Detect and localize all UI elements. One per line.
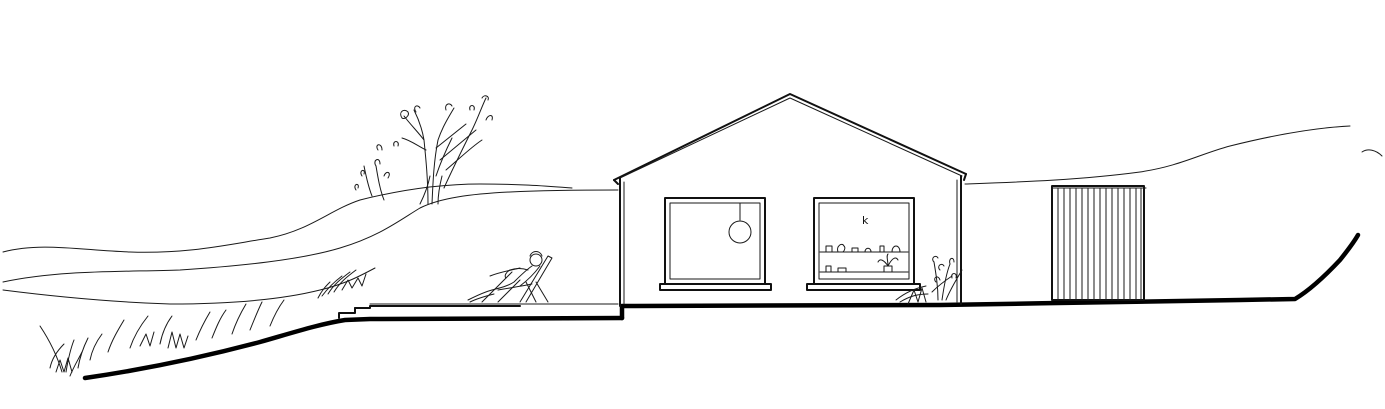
house-roof: [613, 93, 967, 181]
step-lower: [338, 307, 356, 319]
wildflowers-hill: [354, 141, 399, 201]
window-right-frame: [813, 197, 915, 285]
window-right-glass: [818, 202, 910, 280]
person-in-deck-chair: [467, 251, 553, 303]
tree: [400, 95, 493, 205]
chair-back: [519, 255, 553, 303]
person-arm-rest: [489, 267, 521, 277]
person-torso: [519, 265, 541, 287]
window-right: k: [806, 197, 921, 291]
person-arm: [504, 268, 529, 279]
terrace-steps: [338, 303, 619, 319]
person-legs: [467, 289, 495, 303]
shelf-items: [825, 243, 901, 273]
window-left-frame: [664, 197, 766, 285]
pendant-lamp: [728, 220, 752, 244]
outbuilding-frame: [1051, 185, 1145, 301]
house-roof-inner: [619, 97, 963, 179]
outbuilding-slats: [1057, 187, 1142, 301]
window-left: [659, 197, 772, 291]
outbuilding: [1051, 185, 1147, 301]
person-hair: [529, 251, 543, 257]
far-hill-line-left: [2, 183, 573, 253]
roof-drip-right: [963, 173, 967, 181]
ground: [82, 232, 1361, 381]
roof-drip-left: [613, 179, 619, 185]
window-glyph: k: [862, 214, 869, 227]
grass-slope: [39, 299, 285, 377]
hill-stroke-far-right: [1361, 149, 1383, 157]
chair-seat: [497, 283, 533, 291]
person-head: [529, 253, 543, 267]
chair-legs: [481, 271, 549, 303]
plants-near-house: [895, 255, 963, 305]
house: k: [613, 93, 967, 307]
hill-line-right: [964, 125, 1351, 185]
ground-line-left-slope: [82, 315, 625, 381]
grass-tuft-hill: [317, 269, 367, 299]
step-upper: [354, 305, 521, 309]
window-right-sill: [806, 283, 921, 291]
hill-lines: [2, 125, 1383, 305]
near-hill-line-left: [2, 267, 376, 305]
ground-line-main: [619, 232, 1361, 321]
window-left-glass: [669, 202, 761, 280]
mid-hill-line-left: [2, 189, 619, 283]
potted-plant: [877, 253, 899, 273]
window-left-sill: [659, 283, 772, 291]
